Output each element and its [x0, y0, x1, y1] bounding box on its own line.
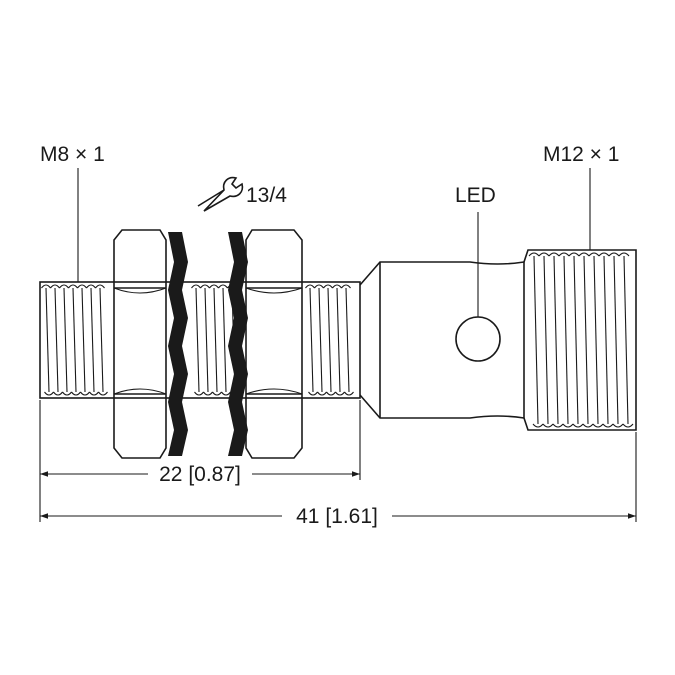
lock-washer-right[interactable] — [228, 232, 248, 456]
label-dim-long: 41 [1.61] — [296, 505, 378, 528]
thread-root — [194, 391, 204, 396]
thread-ridge — [81, 287, 86, 393]
sensor-housing — [359, 261, 525, 419]
m12-thread-body — [523, 249, 637, 431]
thread-root — [622, 423, 634, 428]
thread-ridge — [345, 287, 350, 393]
label-led: LED — [455, 184, 496, 207]
thread-crest — [209, 284, 219, 289]
thread-ridge — [533, 255, 539, 425]
thread-crest — [323, 284, 333, 289]
thread-root — [221, 391, 231, 396]
thread-ridge — [222, 287, 227, 393]
thread-ridge — [563, 255, 569, 425]
thread-root — [317, 391, 327, 396]
thread-crest — [558, 252, 570, 257]
thread-crest — [95, 284, 105, 289]
thread-crest — [528, 252, 540, 257]
thread-root — [44, 391, 54, 396]
thread-crest — [314, 284, 324, 289]
thread-ridge — [553, 255, 559, 425]
thread-root — [592, 423, 604, 428]
lock-washer-left[interactable] — [168, 232, 188, 456]
thread-ridge — [45, 287, 50, 393]
thread-ridge — [318, 287, 323, 393]
thread-ridge — [99, 287, 104, 393]
thread-root — [98, 391, 108, 396]
m8-thread-ridges — [41, 284, 354, 396]
thread-ridge — [593, 255, 599, 425]
thread-crest — [568, 252, 580, 257]
thread-ridge — [336, 287, 341, 393]
thread-crest — [548, 252, 560, 257]
thread-root — [552, 423, 564, 428]
thread-crest — [191, 284, 201, 289]
thread-crest — [598, 252, 610, 257]
thread-crest — [618, 252, 630, 257]
thread-root — [203, 391, 213, 396]
thread-ridge — [623, 255, 629, 425]
thread-crest — [59, 284, 69, 289]
thread-ridge — [613, 255, 619, 425]
thread-crest — [538, 252, 550, 257]
thread-crest — [341, 284, 351, 289]
hex-nut-right — [245, 229, 303, 459]
thread-crest — [77, 284, 87, 289]
thread-crest — [200, 284, 210, 289]
thread-root — [212, 391, 222, 396]
thread-root — [326, 391, 336, 396]
thread-root — [62, 391, 72, 396]
thread-crest — [86, 284, 96, 289]
thread-ridge — [603, 255, 609, 425]
thread-ridge — [72, 287, 77, 393]
thread-root — [53, 391, 63, 396]
thread-ridge — [327, 287, 332, 393]
thread-root — [582, 423, 594, 428]
thread-crest — [68, 284, 78, 289]
thread-ridge — [63, 287, 68, 393]
thread-root — [572, 423, 584, 428]
thread-root — [532, 423, 544, 428]
wrench-icon — [197, 176, 244, 212]
thread-root — [542, 423, 554, 428]
thread-ridge — [583, 255, 589, 425]
thread-ridge — [90, 287, 95, 393]
thread-root — [71, 391, 81, 396]
led-window — [455, 316, 501, 362]
thread-ridge — [309, 287, 314, 393]
label-wrench-size: 13/4 — [246, 184, 287, 207]
thread-ridge — [573, 255, 579, 425]
thread-root — [612, 423, 624, 428]
thread-ridge — [543, 255, 549, 425]
thread-ridge — [195, 287, 200, 393]
thread-crest — [332, 284, 342, 289]
thread-crest — [305, 284, 315, 289]
thread-root — [89, 391, 99, 396]
label-thread-right: M12 × 1 — [543, 143, 619, 166]
m12-thread-ridges — [528, 252, 634, 428]
thread-crest — [608, 252, 620, 257]
thread-crest — [218, 284, 228, 289]
thread-ridge — [204, 287, 209, 393]
label-dim-short: 22 [0.87] — [159, 463, 241, 486]
m8-thread-body — [39, 281, 361, 399]
hex-nut-left — [113, 229, 167, 459]
label-thread-left: M8 × 1 — [40, 143, 105, 166]
thread-ridge — [54, 287, 59, 393]
thread-root — [562, 423, 574, 428]
thread-root — [308, 391, 318, 396]
thread-root — [344, 391, 354, 396]
thread-root — [80, 391, 90, 396]
thread-crest — [41, 284, 51, 289]
thread-root — [335, 391, 345, 396]
thread-ridge — [213, 287, 218, 393]
thread-crest — [588, 252, 600, 257]
thread-crest — [50, 284, 60, 289]
thread-root — [602, 423, 614, 428]
thread-crest — [578, 252, 590, 257]
